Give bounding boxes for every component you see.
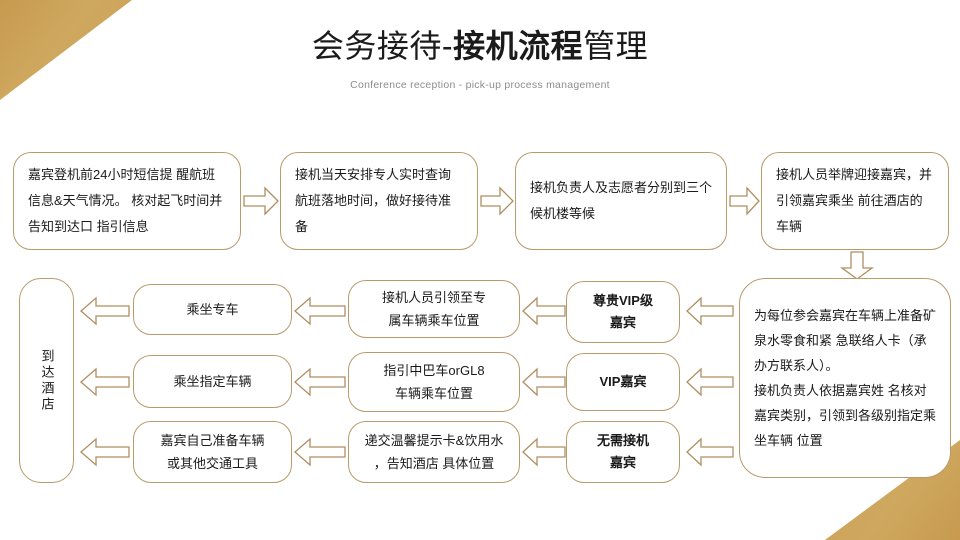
slide-header: 会务接待-接机流程管理 Conference reception - pick-…	[0, 26, 960, 92]
guide-action-box-vvip[interactable]: 接机人员引领至专 属车辆乘车位置	[348, 280, 520, 338]
flow-step-3-text: 接机负责人及志愿者分别到三个候机楼等候	[530, 180, 713, 221]
dispatch-detail-box[interactable]: 为每位参会嘉宾在车辆上准备矿泉水零食和紧 急联络人卡（承办方联系人）。 接机负责…	[739, 278, 951, 478]
guide-action-vvip-text: 接机人员引领至专 属车辆乘车位置	[381, 290, 486, 328]
destination-box-arrive-hotel[interactable]: 到达酒店	[19, 278, 74, 483]
transport-mode-vip-text: 乘坐指定车辆	[173, 374, 252, 389]
transport-mode-none-text: 嘉宾自己准备车辆 或其他交通工具	[160, 433, 265, 471]
guest-tier-box-none[interactable]: 无需接机 嘉宾	[566, 421, 680, 483]
arrow-tier-vvip-to-guide	[522, 296, 566, 326]
arrow-tier-vip-to-guide	[522, 367, 566, 397]
page-title: 会务接待-接机流程管理	[0, 26, 960, 66]
flow-step-1-text: 嘉宾登机前24小时短信提 醒航班信息&天气情况。 核对起飞时间并告知到达口 指引…	[28, 167, 223, 234]
arrow-dispatch-to-tier-vvip	[686, 296, 734, 326]
arrow-tier-none-to-guide	[522, 437, 566, 467]
guide-action-none-text: 递交温馨提示卡&饮用水 ，告知酒店 具体位置	[364, 433, 504, 471]
dispatch-detail-text: 为每位参会嘉宾在车辆上准备矿泉水零食和紧 急联络人卡（承办方联系人）。 接机负责…	[754, 308, 937, 448]
arrow-guide-vip-to-mode	[294, 367, 346, 397]
page-title-part-3: 管理	[583, 28, 649, 64]
guest-tier-box-vvip[interactable]: 尊贵VIP级 嘉宾	[566, 281, 680, 343]
transport-mode-vvip-text: 乘坐专车	[186, 302, 239, 317]
arrow-guide-vvip-to-mode	[294, 296, 346, 326]
guest-tier-vvip-label: 尊贵VIP级 嘉宾	[593, 293, 653, 330]
arrow-dispatch-to-tier-vip	[686, 367, 734, 397]
flow-step-2-text: 接机当天安排专人实时查询航班落地时间，做好接待准备	[295, 167, 452, 234]
flow-step-4-text: 接机人员举牌迎接嘉宾，并引领嘉宾乘坐 前往酒店的车辆	[776, 167, 933, 234]
arrow-step3-to-step4	[729, 186, 760, 216]
arrow-dispatch-to-tier-none	[686, 437, 734, 467]
arrow-mode-none-to-destination	[80, 437, 130, 467]
page-subtitle: Conference reception - pick-up process m…	[350, 79, 610, 91]
arrow-mode-vip-to-destination	[80, 367, 130, 397]
guide-action-box-none[interactable]: 递交温馨提示卡&饮用水 ，告知酒店 具体位置	[348, 421, 520, 483]
transport-mode-box-vip[interactable]: 乘坐指定车辆	[133, 355, 292, 408]
guide-action-box-vip[interactable]: 指引中巴车orGL8 车辆乘车位置	[348, 352, 520, 412]
guest-tier-vip-label: VIP嘉宾	[599, 374, 647, 389]
flow-step-box-1[interactable]: 嘉宾登机前24小时短信提 醒航班信息&天气情况。 核对起飞时间并告知到达口 指引…	[13, 152, 241, 250]
destination-label: 到达酒店	[39, 348, 55, 413]
guide-action-vip-text: 指引中巴车orGL8 车辆乘车位置	[383, 363, 485, 401]
arrow-step1-to-step2	[243, 186, 279, 216]
arrow-guide-none-to-mode	[294, 437, 346, 467]
transport-mode-box-none[interactable]: 嘉宾自己准备车辆 或其他交通工具	[133, 421, 292, 483]
flow-step-box-3[interactable]: 接机负责人及志愿者分别到三个候机楼等候	[515, 152, 727, 250]
arrow-step2-to-step3	[480, 186, 514, 216]
flow-step-box-4[interactable]: 接机人员举牌迎接嘉宾，并引领嘉宾乘坐 前往酒店的车辆	[761, 152, 949, 250]
arrow-step4-to-dispatch-down	[840, 251, 874, 280]
arrow-mode-vvip-to-destination	[80, 296, 130, 326]
guest-tier-none-label: 无需接机 嘉宾	[596, 433, 649, 470]
guest-tier-box-vip[interactable]: VIP嘉宾	[566, 353, 680, 411]
flow-step-box-2[interactable]: 接机当天安排专人实时查询航班落地时间，做好接待准备	[280, 152, 478, 250]
page-title-part-2-bold: 接机流程	[453, 28, 584, 64]
transport-mode-box-vvip[interactable]: 乘坐专车	[133, 284, 292, 335]
page-title-part-1: 会务接待-	[311, 28, 454, 64]
